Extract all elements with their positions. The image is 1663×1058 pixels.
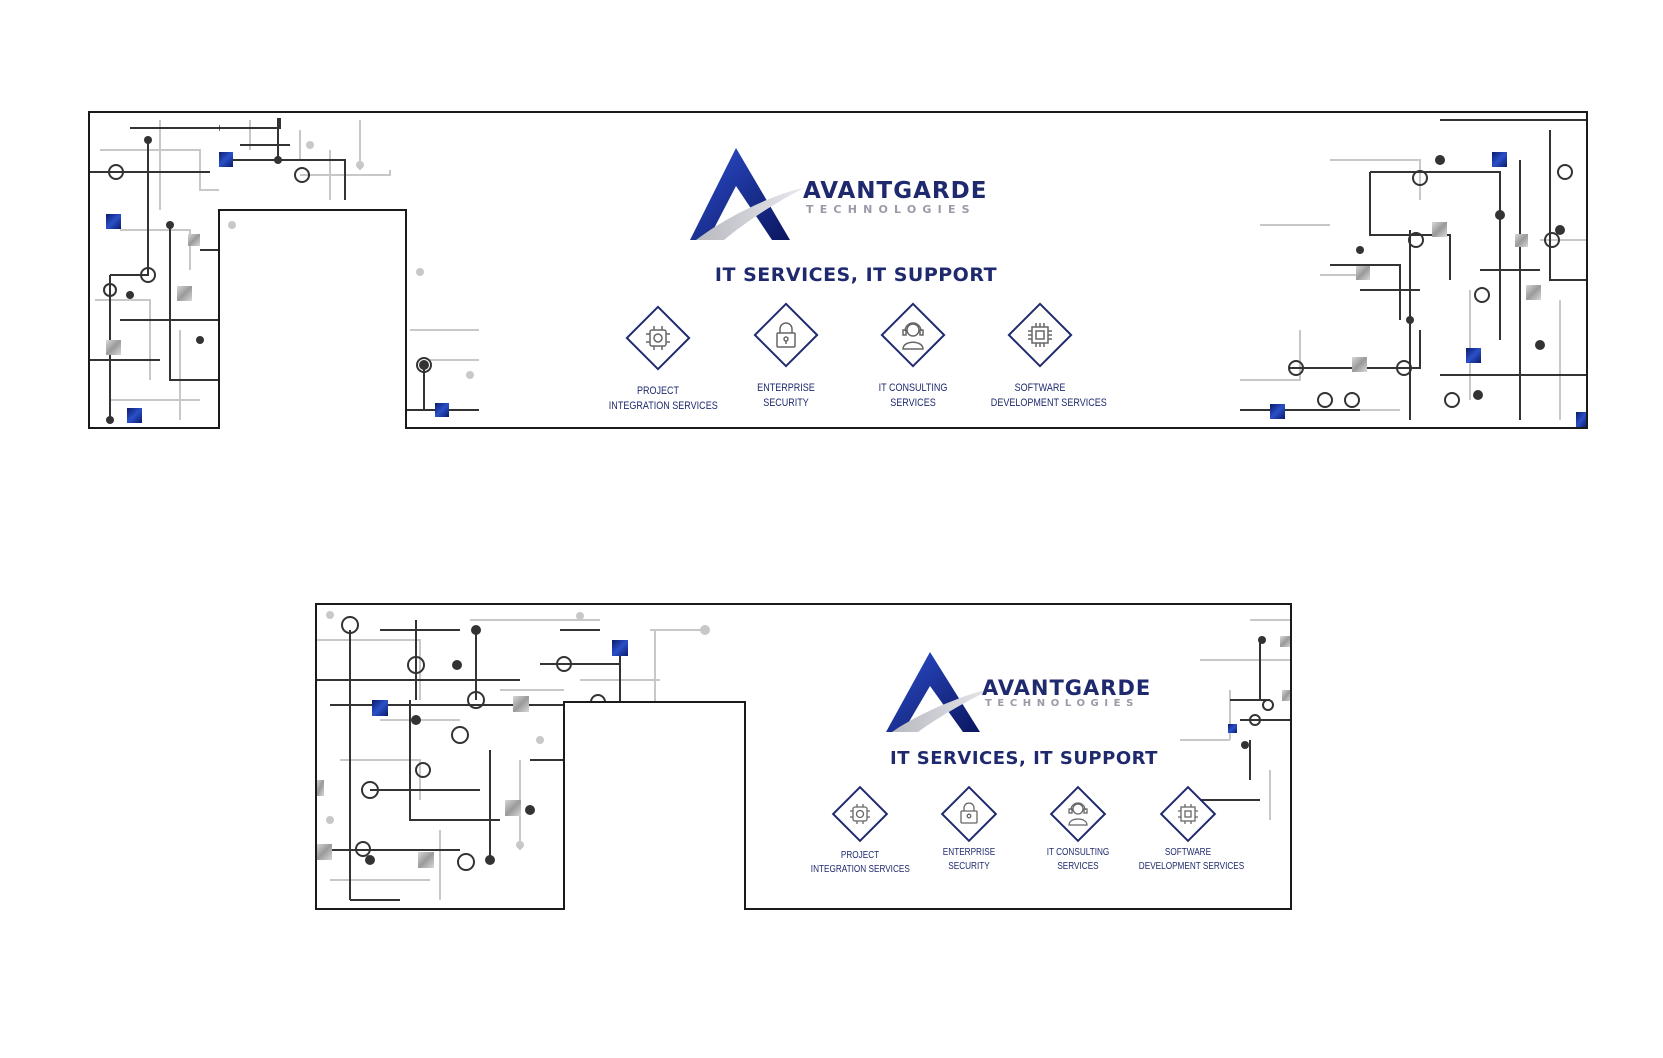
service-label-line2: DEVELOPMENT SERVICES [990, 396, 1107, 409]
service-label-line2: INTEGRATION SERVICES [810, 863, 910, 875]
service-item: SOFTWARE DEVELOPMENT SERVICES [1128, 846, 1248, 873]
service-frame [753, 302, 819, 368]
tagline: IT SERVICES, IT SUPPORT [714, 264, 998, 286]
top-left-circuit [89, 120, 219, 424]
service-label-line2: SECURITY [948, 860, 990, 872]
ai-chip-icon [850, 804, 870, 824]
brand-subtitle: TECHNOLOGIES [985, 698, 1139, 709]
processor-chip-icon [1028, 323, 1052, 347]
service-frame [940, 785, 998, 843]
service-item: PROJECT INTEGRATION SERVICES [598, 384, 718, 414]
service-label-line1: IT CONSULTING [878, 382, 948, 394]
service-label-line2: INTEGRATION SERVICES [608, 399, 718, 412]
padlock-icon [960, 802, 978, 824]
bottom-left-circuit [316, 611, 564, 901]
service-label-line1: ENTERPRISE [757, 382, 815, 394]
padlock-icon [776, 322, 796, 348]
logo-mark-bottom [886, 652, 994, 732]
service-label-line1: SOFTWARE [1014, 382, 1066, 394]
service-label-line1: PROJECT [840, 850, 880, 861]
service-label-line2: DEVELOPMENT SERVICES [1138, 860, 1245, 872]
headset-person-icon [1068, 802, 1088, 826]
service-label-line2: SECURITY [763, 396, 809, 409]
top-panel-outline [88, 111, 1588, 429]
service-frame [1049, 785, 1107, 843]
service-frame [1159, 785, 1217, 843]
headset-person-icon [902, 322, 924, 350]
service-label-line1: SOFTWARE [1164, 847, 1212, 858]
service-item: IT CONSULTING SERVICES [1018, 846, 1138, 873]
service-frame [625, 305, 691, 371]
brand-name: AVANTGARDE [982, 676, 1152, 700]
service-item: ENTERPRISE SECURITY [909, 846, 1029, 873]
brand-subtitle: TECHNOLOGIES [806, 203, 976, 216]
service-label-line1: PROJECT [636, 385, 680, 397]
tagline: IT SERVICES, IT SUPPORT [890, 748, 1158, 769]
brand-name: AVANTGARDE [803, 178, 988, 204]
logo-mark-top [690, 148, 804, 240]
bottom-right-circuit [1180, 619, 1291, 820]
processor-chip-icon [1178, 804, 1198, 824]
service-frame [1007, 302, 1073, 368]
service-frame [880, 302, 946, 368]
service-label-line2: SERVICES [1057, 860, 1099, 872]
bottom-panel-outline [315, 603, 1292, 910]
service-item: IT CONSULTING SERVICES [853, 381, 973, 411]
service-label-line1: ENTERPRISE [942, 847, 996, 858]
service-item: PROJECT INTEGRATION SERVICES [800, 849, 920, 876]
service-item: ENTERPRISE SECURITY [726, 381, 846, 411]
top-mid-circuit [219, 118, 479, 417]
bottom-top-circuit [540, 612, 710, 702]
service-frame [831, 785, 889, 843]
ai-chip-icon [646, 326, 670, 350]
service-label-line1: IT CONSULTING [1046, 847, 1110, 858]
top-right-circuit [1240, 119, 1587, 427]
service-item: SOFTWARE DEVELOPMENT SERVICES [980, 381, 1107, 411]
service-label-line2: SERVICES [890, 396, 936, 409]
